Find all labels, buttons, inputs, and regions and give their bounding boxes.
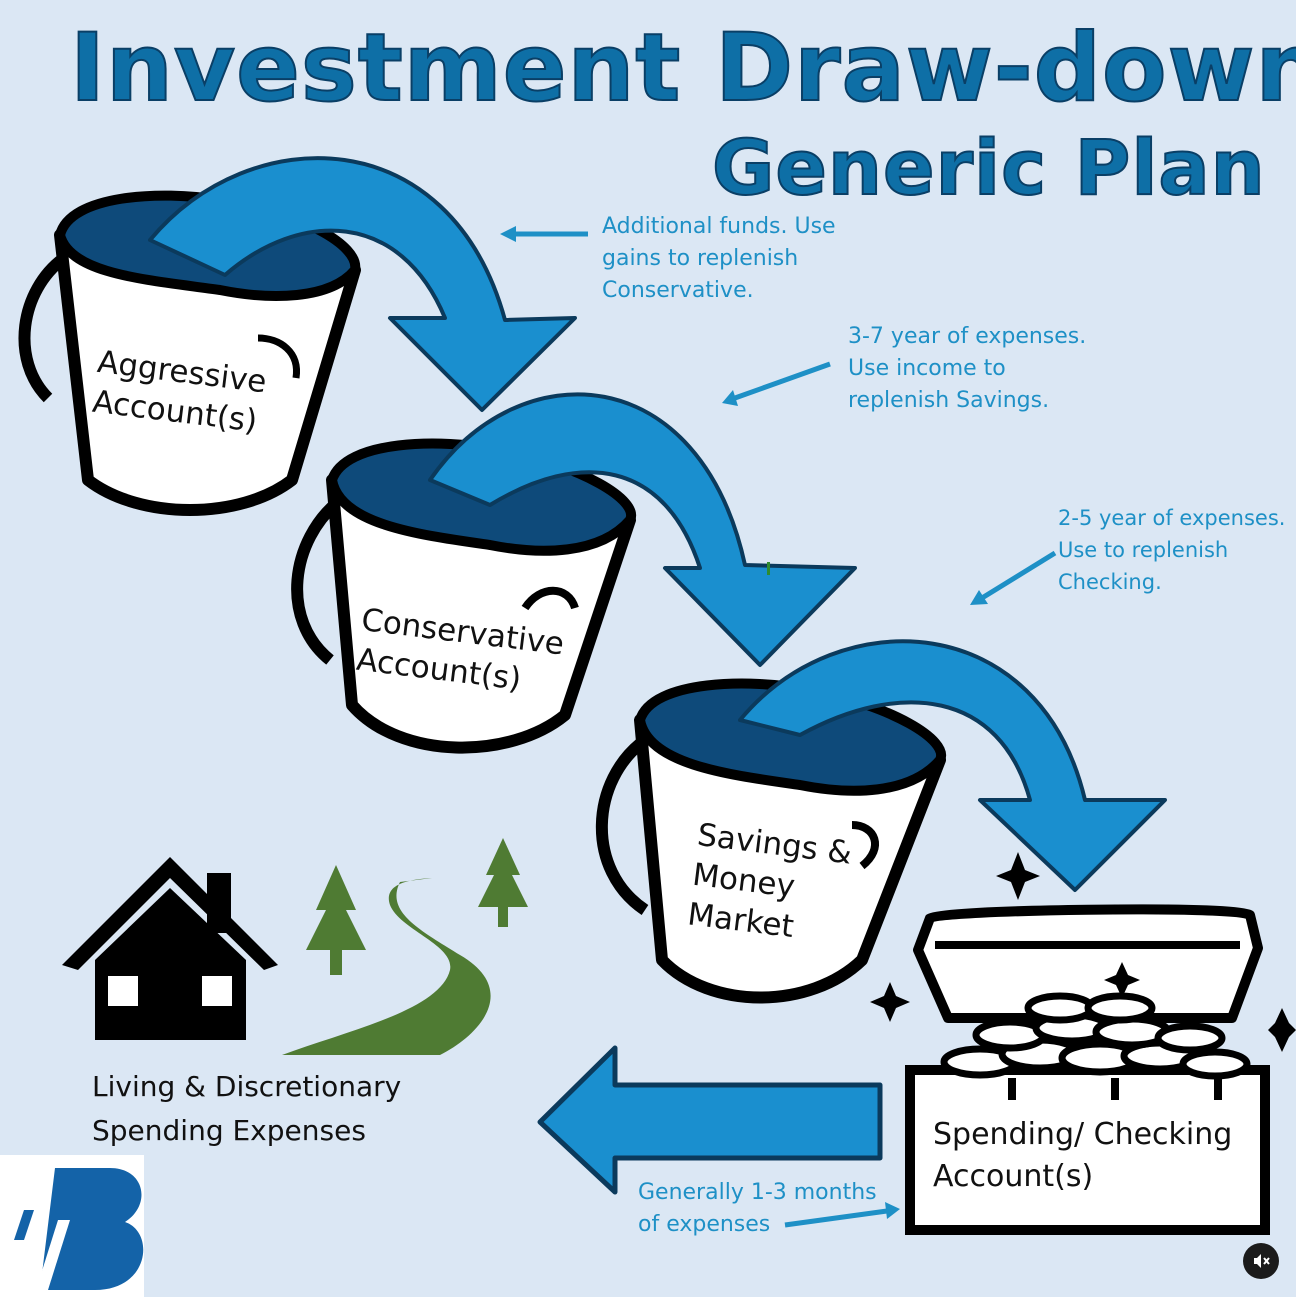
checking-label-line2: Account(s) bbox=[933, 1159, 1094, 1194]
aggressive-bucket-body bbox=[54, 229, 361, 516]
pointer-checking-note bbox=[784, 1202, 900, 1228]
pointer-savings-note bbox=[970, 550, 1057, 605]
conservative-note: 3-7 year of expenses. Use income to repl… bbox=[848, 321, 1086, 417]
pointer-aggressive-note bbox=[500, 226, 588, 242]
savings-note-line3: Checking. bbox=[1058, 570, 1162, 594]
mute-button[interactable] bbox=[1243, 1243, 1279, 1279]
savings-note-line2: Use to replenish bbox=[1058, 538, 1229, 562]
arrow-savings-to-checking bbox=[738, 639, 1167, 892]
aggressive-note-line1: Additional funds. Use bbox=[602, 214, 836, 239]
arrow-checking-to-expenses bbox=[537, 1045, 883, 1195]
aggressive-note-line2: gains to replenish bbox=[602, 246, 799, 271]
conservative-bucket-bracket bbox=[521, 586, 579, 611]
tree-icon bbox=[306, 838, 528, 975]
aggressive-note: Additional funds. Use gains to replenish… bbox=[602, 211, 836, 307]
sparkle-icon bbox=[870, 852, 1296, 1052]
expenses-label-line1: Living & Discretionary bbox=[92, 1070, 402, 1103]
conservative-note-line2: Use income to bbox=[848, 356, 1006, 381]
green-mark bbox=[767, 562, 770, 575]
savings-note-line1: 2-5 year of expenses. bbox=[1058, 506, 1286, 530]
savings-bucket bbox=[595, 678, 946, 1004]
conservative-note-line3: replenish Savings. bbox=[848, 388, 1050, 413]
aggressive-note-line3: Conservative. bbox=[602, 278, 754, 303]
house-icon bbox=[62, 857, 278, 1040]
aggressive-bucket-handle bbox=[18, 253, 68, 403]
aggressive-bucket-bracket bbox=[257, 334, 300, 379]
checking-note-line2: of expenses bbox=[638, 1212, 771, 1237]
checking-note-line1: Generally 1-3 months bbox=[638, 1180, 877, 1205]
page-subtitle: Generic Plan bbox=[711, 123, 1266, 212]
savings-note: 2-5 year of expenses. Use to replenish C… bbox=[1058, 502, 1285, 598]
checking-label: Spending/ Checking Account(s) bbox=[933, 1114, 1232, 1198]
checking-note: Generally 1-3 months of expenses bbox=[638, 1177, 877, 1241]
road-icon bbox=[282, 878, 491, 1055]
coin-pile bbox=[940, 992, 1251, 1080]
page-title: Investment Draw-down bbox=[69, 14, 1296, 123]
conservative-note-line1: 3-7 year of expenses. bbox=[848, 324, 1087, 349]
logo-b-icon bbox=[0, 1155, 144, 1297]
treasure-chest-icon bbox=[905, 904, 1270, 1235]
arrow-conservative-to-savings bbox=[428, 392, 857, 667]
arrow-aggressive-to-conservative bbox=[148, 156, 577, 412]
savings-bucket-handle bbox=[595, 735, 649, 915]
expenses-label: Living & Discretionary Spending Expenses bbox=[92, 1065, 401, 1153]
conservative-bucket-handle bbox=[291, 495, 344, 665]
savings-label: Savings & Money Market bbox=[685, 815, 854, 953]
savings-bucket-bracket bbox=[851, 821, 879, 870]
pointer-conservative-note bbox=[722, 361, 831, 406]
mute-icon bbox=[1254, 1254, 1270, 1268]
checking-label-line1: Spending/ Checking bbox=[933, 1117, 1233, 1152]
expenses-label-line2: Spending Expenses bbox=[92, 1114, 366, 1147]
